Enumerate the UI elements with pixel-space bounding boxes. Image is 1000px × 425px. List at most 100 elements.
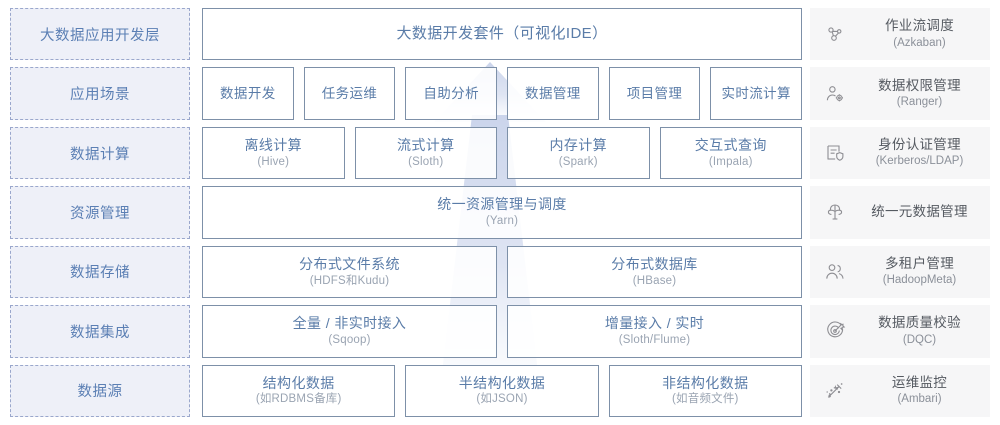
component-title: 任务运维 bbox=[321, 85, 378, 101]
component-subtitle: (HDFS和Kudu) bbox=[309, 274, 390, 287]
component-title: 分布式文件系统 bbox=[299, 255, 400, 272]
row-integration: 全量 / 非实时接入(Sqoop) 增量接入 / 实时 (Sloth/Flume) bbox=[202, 305, 802, 358]
component-title: 大数据开发套件（可视化IDE） bbox=[396, 25, 608, 43]
layer-label-text: 数据计算 bbox=[70, 146, 130, 163]
component-box: 非结构化数据 (如音频文件) bbox=[608, 364, 802, 417]
component-title: 结构化数据 bbox=[262, 374, 335, 391]
component-box: 半结构化数据 (如JSON) bbox=[405, 364, 599, 417]
component-title: 数据开发 bbox=[220, 85, 276, 101]
component-box: 自助分析 bbox=[405, 67, 498, 120]
sidebar-item-text: 多租户管理 (HadoopMeta) bbox=[857, 255, 982, 289]
component-box: 数据管理 bbox=[507, 67, 599, 120]
sidebar-item-text: 作业流调度 (Azkaban) bbox=[857, 17, 982, 51]
layer-label-text: 大数据应用开发层 bbox=[40, 27, 160, 44]
user-permission-icon bbox=[822, 81, 848, 107]
component-box: 数据开发 bbox=[202, 67, 294, 120]
sidebar-item-text: 数据质量校验 (DQC) bbox=[857, 314, 982, 348]
layer-label-storage: 数据存储 bbox=[10, 245, 190, 299]
multi-tenant-users-icon bbox=[822, 259, 848, 285]
layer-label-datasource: 数据源 bbox=[10, 364, 190, 417]
sidebar-item-data-quality: 数据质量校验 (DQC) bbox=[810, 305, 990, 358]
component-box: 内存计算 (Spark) bbox=[507, 126, 650, 180]
row-compute: 离线计算 (Hive) 流式计算(Sloth) 内存计算 (Spark) 交互式查询… bbox=[202, 126, 802, 180]
component-box: 统一资源管理与调度 (Yarn) bbox=[202, 186, 802, 239]
layer-label-text: 应用场景 bbox=[70, 87, 130, 104]
sidebar-item-text: 数据权限管理 (Ranger) bbox=[857, 77, 982, 111]
component-box: 增量接入 / 实时 (Sloth/Flume) bbox=[507, 305, 802, 358]
component-title: 统一资源管理与调度 bbox=[437, 196, 567, 213]
row-storage: 分布式文件系统 (HDFS和Kudu) 分布式数据库 (HBase) bbox=[202, 245, 802, 299]
target-quality-icon bbox=[822, 318, 848, 344]
workflow-schedule-icon bbox=[822, 21, 848, 47]
component-subtitle: (Sloth/Flume) bbox=[618, 334, 691, 346]
layer-label-text: 数据集成 bbox=[70, 324, 130, 341]
sidebar-item-multi-tenant: 多租户管理 (HadoopMeta) bbox=[810, 245, 990, 299]
sidebar-item-data-permission: 数据权限管理 (Ranger) bbox=[810, 67, 990, 120]
component-box: 分布式数据库 (HBase) bbox=[507, 245, 802, 299]
monitoring-sparkle-icon bbox=[822, 378, 848, 404]
component-box: 大数据开发套件（可视化IDE） bbox=[202, 8, 802, 61]
row-resource: 统一资源管理与调度 (Yarn) bbox=[202, 186, 802, 239]
component-title: 项目管理 bbox=[626, 85, 683, 101]
sidebar-item-title: 作业流调度 bbox=[885, 18, 954, 34]
component-title: 流式计算 bbox=[396, 136, 455, 153]
row-datasource: 结构化数据 (如RDBMS备库) 半结构化数据 (如JSON) 非结构化数据 (如音频… bbox=[202, 364, 802, 417]
component-box: 离线计算 (Hive) bbox=[202, 126, 345, 180]
sidebar-item-subtitle: (HadoopMeta) bbox=[882, 274, 957, 287]
component-subtitle: (HBase) bbox=[632, 274, 677, 287]
document-shield-icon bbox=[822, 140, 848, 166]
component-box: 分布式文件系统 (HDFS和Kudu) bbox=[202, 245, 497, 299]
component-title: 数据管理 bbox=[525, 85, 581, 101]
component-title: 自助分析 bbox=[423, 85, 479, 101]
services-sidebar: 作业流调度 (Azkaban) 数据权限管理 (Ranger) bbox=[810, 8, 990, 417]
sidebar-item-workflow-schedule: 作业流调度 (Azkaban) bbox=[810, 8, 990, 61]
component-title: 离线计算 bbox=[244, 136, 303, 153]
sidebar-item-title: 数据质量校验 bbox=[878, 315, 961, 331]
sidebar-item-title: 运维监控 bbox=[891, 374, 948, 390]
layer-label-app-dev: 大数据应用开发层 bbox=[10, 8, 190, 61]
component-box: 交互式查询(Impala) bbox=[659, 126, 802, 180]
sidebar-item-unified-metadata: 统一元数据管理 bbox=[810, 186, 990, 239]
layer-label-column: 大数据应用开发层 应用场景 数据计算 资源管理 数据存储 数据集成 数据源 bbox=[10, 8, 190, 417]
sidebar-item-title: 身份认证管理 bbox=[878, 137, 961, 153]
component-subtitle: (如JSON) bbox=[476, 393, 528, 406]
component-box: 全量 / 非实时接入(Sqoop) bbox=[202, 305, 497, 358]
sidebar-item-text: 统一元数据管理 bbox=[857, 203, 982, 221]
component-title: 分布式数据库 bbox=[611, 255, 698, 272]
component-title: 内存计算 bbox=[549, 136, 608, 153]
component-box: 流式计算(Sloth) bbox=[354, 126, 497, 180]
component-box: 任务运维 bbox=[303, 67, 396, 120]
sidebar-item-subtitle: (Azkaban) bbox=[893, 36, 946, 49]
sidebar-item-subtitle: (Ambari) bbox=[897, 393, 942, 406]
component-title: 非结构化数据 bbox=[662, 374, 749, 391]
component-subtitle: (如音频文件) bbox=[672, 393, 739, 406]
sidebar-item-text: 身份认证管理 (Kerberos/LDAP) bbox=[857, 136, 982, 170]
row-app-dev-layer: 大数据开发套件（可视化IDE） bbox=[202, 8, 802, 61]
component-title: 实时流计算 bbox=[721, 85, 791, 101]
component-subtitle: (Yarn) bbox=[485, 215, 519, 228]
component-subtitle: (Spark) bbox=[558, 155, 598, 168]
component-title: 全量 / 非实时接入 bbox=[292, 315, 407, 332]
component-subtitle: (如RDBMS备库) bbox=[255, 393, 342, 406]
layer-label-integration: 数据集成 bbox=[10, 305, 190, 358]
layer-label-resource: 资源管理 bbox=[10, 186, 190, 239]
sidebar-item-subtitle: (Kerberos/LDAP) bbox=[875, 155, 964, 168]
sidebar-item-text: 运维监控 (Ambari) bbox=[857, 374, 982, 408]
component-column: 大数据开发套件（可视化IDE） 数据开发 任务运维 自助分析 数据管理 项目管理… bbox=[202, 8, 803, 417]
component-title: 交互式查询 bbox=[694, 136, 767, 153]
sidebar-item-identity-auth: 身份认证管理 (Kerberos/LDAP) bbox=[810, 126, 990, 180]
component-box: 项目管理 bbox=[608, 67, 701, 120]
component-title: 增量接入 / 实时 bbox=[604, 315, 705, 332]
sidebar-item-subtitle: (Ranger) bbox=[896, 95, 943, 108]
row-scenario: 数据开发 任务运维 自助分析 数据管理 项目管理 实时流计算 bbox=[202, 67, 803, 120]
sidebar-item-title: 多租户管理 bbox=[885, 256, 954, 272]
component-box: 结构化数据 (如RDBMS备库) bbox=[202, 364, 396, 417]
sidebar-item-subtitle: (DQC) bbox=[902, 333, 937, 346]
layer-label-text: 数据源 bbox=[77, 384, 123, 401]
layer-label-compute: 数据计算 bbox=[10, 126, 190, 180]
component-title: 半结构化数据 bbox=[458, 374, 546, 391]
component-subtitle: (Hive) bbox=[257, 155, 290, 168]
sidebar-item-title: 数据权限管理 bbox=[878, 77, 961, 93]
metadata-tree-icon bbox=[822, 199, 848, 225]
